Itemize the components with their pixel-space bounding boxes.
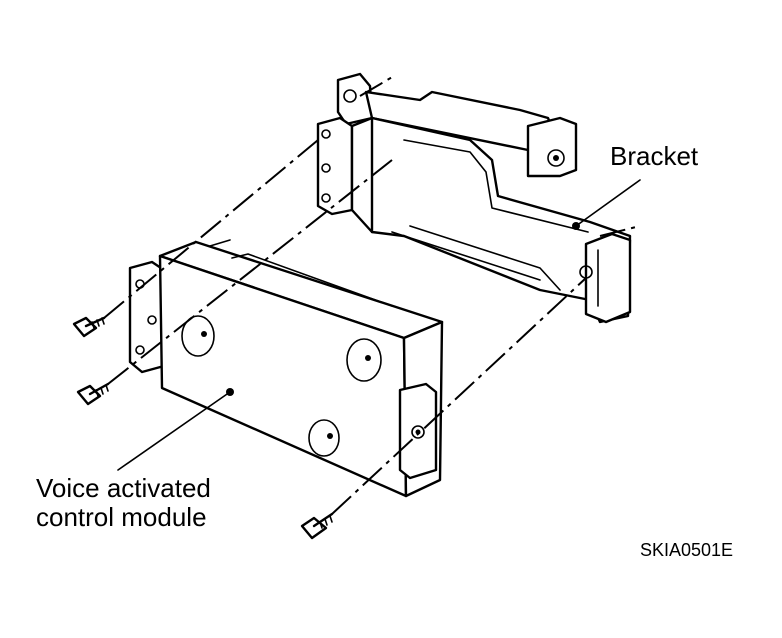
- alignment-line-1: [103, 139, 319, 319]
- screw-2-head: [76, 384, 102, 406]
- module-top-ridge: [231, 253, 393, 307]
- figure-code: SKIA0501E: [640, 540, 734, 560]
- module-boss-2-center: [365, 355, 371, 361]
- bracket-left-hole-3: [321, 193, 331, 203]
- screw-3: [300, 512, 334, 540]
- screw-1-shank: [84, 316, 106, 328]
- module-boss-3-center: [327, 433, 333, 439]
- screw-3-thread: [319, 515, 333, 529]
- bracket-leader-line: [575, 179, 641, 227]
- alignment-line-4: [359, 75, 395, 97]
- bracket-rail-lower-edge: [409, 225, 561, 291]
- screw-2-thread: [95, 384, 109, 397]
- alignment-line-5: [599, 225, 641, 237]
- alignment-lines: [103, 75, 641, 515]
- screw-2: [76, 382, 110, 406]
- alignment-line-2: [107, 159, 393, 385]
- bracket: [316, 72, 632, 324]
- alignment-line-3: [331, 277, 587, 515]
- screw-1-thread: [91, 317, 105, 329]
- bracket-left-hole-2: [321, 163, 331, 173]
- screw-1: [72, 316, 106, 338]
- module-right-flange-hole: [411, 425, 425, 439]
- bracket-label: Bracket: [610, 141, 699, 171]
- screw-1-head: [72, 316, 98, 338]
- module-boss-1: [181, 315, 215, 357]
- module-label: Voice activated control module: [36, 474, 211, 531]
- bracket-ear-hole: [343, 89, 357, 103]
- bracket-right-tab-hole: [547, 149, 565, 167]
- bracket-right-end-plate: [584, 232, 632, 324]
- bracket-right-tab: [526, 116, 578, 178]
- module-boss-2: [346, 338, 382, 382]
- bracket-rail-fold: [403, 139, 589, 233]
- module-leader-line: [117, 391, 231, 471]
- screw-2-shank: [88, 382, 110, 396]
- module-boss-3: [308, 419, 340, 457]
- control-module: [128, 239, 444, 498]
- module-label-line-2: control module: [36, 501, 207, 532]
- bracket-rail-lower-edge-2: [391, 231, 541, 281]
- module-top-tab: [209, 239, 231, 247]
- module-boss-1-center: [201, 331, 207, 337]
- module-label-line-1: Voice activated: [36, 473, 211, 503]
- module-flange-hole-2: [147, 315, 157, 325]
- module-left-flange: [128, 260, 166, 374]
- module-flange-hole-3: [135, 345, 145, 355]
- bracket-right-tab-hole-center: [553, 155, 559, 161]
- screw-3-shank: [312, 512, 334, 528]
- bracket-left-hole-1: [321, 129, 331, 139]
